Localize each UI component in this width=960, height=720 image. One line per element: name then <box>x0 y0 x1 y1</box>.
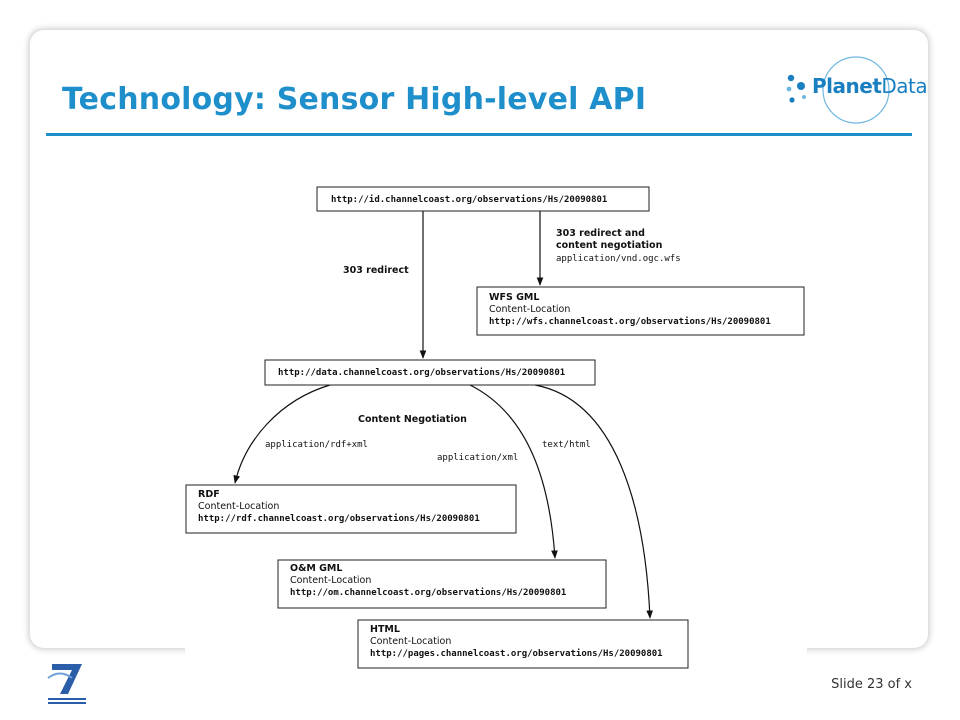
label-xml-mime: application/xml <box>437 453 518 463</box>
node-html-url: http://pages.channelcoast.org/observatio… <box>370 648 663 659</box>
edge-data-to-om <box>469 384 558 559</box>
node-om-subtitle: Content-Location <box>290 575 371 586</box>
node-html-title: HTML <box>370 624 400 635</box>
node-rdf-url: http://rdf.channelcoast.org/observations… <box>198 513 480 524</box>
node-rdf: RDF Content-Location http://rdf.channelc… <box>185 484 517 534</box>
node-wfs-subtitle: Content-Location <box>489 304 570 315</box>
node-html-subtitle: Content-Location <box>370 636 451 647</box>
slide-number: Slide 23 of x <box>831 677 912 692</box>
node-wfs-title: WFS GML <box>489 292 539 303</box>
edge-data-to-html <box>534 384 654 619</box>
fp7-logo <box>42 660 92 708</box>
title-underline <box>46 133 912 136</box>
node-om-title: O&M GML <box>290 563 342 574</box>
label-content-negotiation-line: content negotiation <box>556 240 663 251</box>
node-rdf-subtitle: Content-Location <box>198 501 279 512</box>
planet-data-logo: PlanetData <box>780 50 928 130</box>
node-wfs-gml: WFS GML Content-Location http://wfs.chan… <box>476 286 805 336</box>
node-om-gml: O&M GML Content-Location http://om.chann… <box>277 559 607 609</box>
logo-word-data: Data <box>881 74 928 98</box>
node-wfs-url: http://wfs.channelcoast.org/observations… <box>489 316 771 327</box>
label-rdf-mime: application/rdf+xml <box>265 440 368 450</box>
content-negotiation-diagram: 303 redirect 303 redirect and content ne… <box>185 175 807 673</box>
node-om-url: http://om.channelcoast.org/observations/… <box>290 587 566 598</box>
label-content-negotiation: Content Negotiation <box>358 414 467 425</box>
node-data-uri: http://data.channelcoast.org/observation… <box>264 359 596 386</box>
label-html-mime: text/html <box>542 440 591 450</box>
slide-title: Technology: Sensor High-level API <box>62 82 647 117</box>
node-id-uri-url: http://id.channelcoast.org/observations/… <box>331 194 607 205</box>
node-html: HTML Content-Location http://pages.chann… <box>357 619 689 669</box>
node-id-uri: http://id.channelcoast.org/observations/… <box>316 186 650 212</box>
edge-data-to-rdf <box>233 384 331 484</box>
label-303-redirect-and: 303 redirect and <box>556 228 645 239</box>
logo-word-planet: Planet <box>812 74 882 98</box>
label-wfs-mime: application/vnd.ogc.wfs <box>556 254 681 264</box>
node-rdf-title: RDF <box>198 489 220 500</box>
label-303-redirect: 303 redirect <box>343 265 409 276</box>
node-data-uri-url: http://data.channelcoast.org/observation… <box>278 367 565 378</box>
